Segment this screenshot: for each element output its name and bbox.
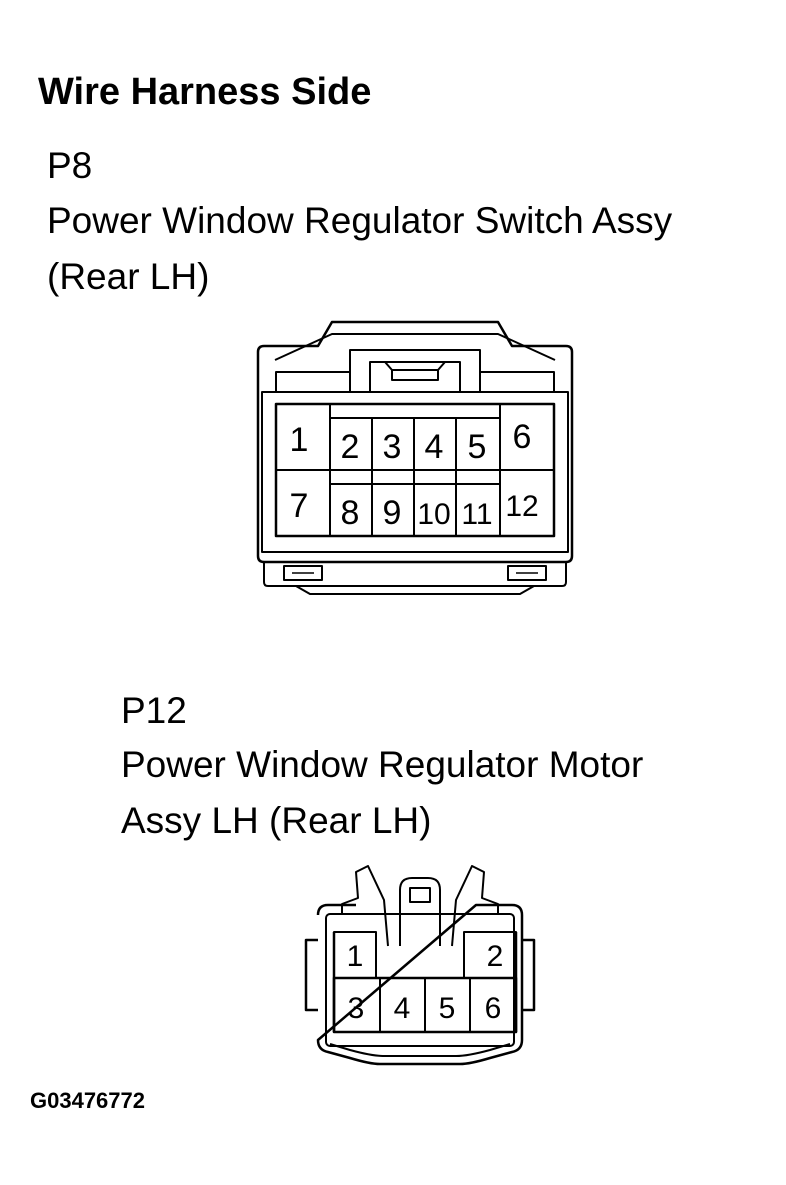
p8-pin-4: 4 xyxy=(425,428,444,466)
p12-pin-5: 5 xyxy=(439,992,456,1025)
connector-id-p8: P8 xyxy=(47,145,93,186)
connector-name-p8: Power Window Regulator Switch Assy xyxy=(47,200,673,241)
figure-code: G03476772 xyxy=(30,1088,145,1113)
p8-pin-3: 3 xyxy=(383,428,402,466)
p12-pin-6: 6 xyxy=(485,992,502,1025)
p8-pin-11: 11 xyxy=(461,498,492,531)
p8-pin-2: 2 xyxy=(341,428,360,466)
p12-pin-1: 1 xyxy=(347,940,364,973)
connector-location-p8: (Rear LH) xyxy=(47,256,210,297)
p12-pin-4: 4 xyxy=(394,992,411,1025)
p8-pin-8: 8 xyxy=(341,494,360,532)
p8-pin-6: 6 xyxy=(513,418,532,456)
p8-pin-12: 12 xyxy=(505,490,538,523)
p8-pin-1: 1 xyxy=(290,421,309,459)
connector-name-p12: Power Window Regulator Motor xyxy=(121,744,644,785)
p8-pin-5: 5 xyxy=(468,428,487,466)
p8-pin-7: 7 xyxy=(290,487,309,525)
p8-pin-10: 10 xyxy=(417,498,450,531)
connector-id-p12: P12 xyxy=(121,690,187,731)
section-heading: Wire Harness Side xyxy=(38,71,372,113)
connector-location-p12: Assy LH (Rear LH) xyxy=(121,800,432,841)
p12-pin-3: 3 xyxy=(348,992,365,1025)
p12-pin-2: 2 xyxy=(487,940,504,973)
p8-pin-9: 9 xyxy=(383,494,402,532)
